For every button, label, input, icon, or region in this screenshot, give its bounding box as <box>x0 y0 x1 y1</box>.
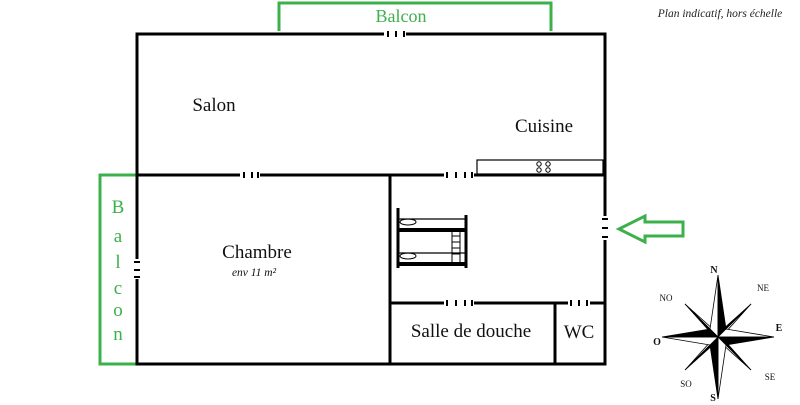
room-label-salon: Salon <box>192 95 236 116</box>
balcony-left-letter: o <box>113 300 123 321</box>
compass-s: S <box>710 393 716 404</box>
kitchen-counter <box>476 159 604 175</box>
compass-no: NO <box>660 293 673 303</box>
compass-n: N <box>710 265 718 276</box>
bunk-bed-icon <box>396 208 468 268</box>
room-area-chambre: env 11 m² <box>232 267 277 279</box>
balcony-top: Balcon <box>277 1 553 31</box>
balcony-left-letter: l <box>115 252 120 273</box>
walls <box>135 32 607 366</box>
entrance-arrow-icon <box>615 213 685 245</box>
openings <box>134 31 608 306</box>
balcony-left-letter: a <box>114 226 123 247</box>
room-label-cuisine: Cuisine <box>515 116 573 137</box>
compass-so: SO <box>680 379 692 389</box>
balcony-left-letter: B <box>112 197 125 218</box>
compass-ne: NE <box>757 283 769 293</box>
room-label-wc: WC <box>564 322 595 343</box>
balcony-left-letter: c <box>114 278 122 299</box>
balcony-left: B a l c o n <box>98 173 136 366</box>
balcony-top-label: Balcon <box>376 6 427 26</box>
compass-rose-icon: N NE E SE S SO O NO <box>653 265 783 404</box>
room-label-salle-de-douche: Salle de douche <box>411 321 531 342</box>
scale-note: Plan indicatif, hors échelle <box>657 8 783 20</box>
stove-icon <box>536 161 551 173</box>
compass-e: E <box>776 323 783 334</box>
room-label-chambre: Chambre <box>222 242 292 263</box>
compass-se: SE <box>765 372 776 382</box>
compass-o: O <box>653 337 661 348</box>
balcony-left-letter: n <box>113 324 123 345</box>
